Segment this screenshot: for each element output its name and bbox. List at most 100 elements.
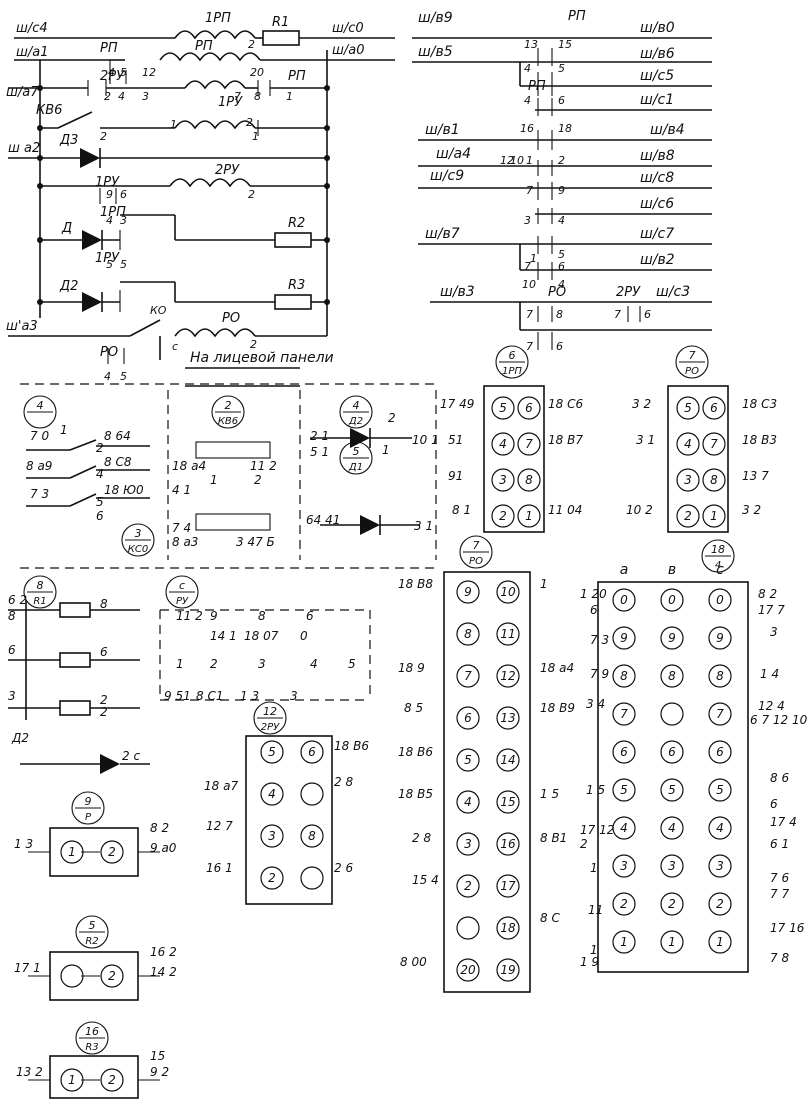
label-text: 8 00 bbox=[400, 955, 427, 969]
label-text: 6 bbox=[556, 340, 563, 353]
callout-ref: R1 bbox=[33, 596, 46, 607]
connector-pin bbox=[456, 790, 480, 814]
connector-pin bbox=[708, 664, 732, 688]
pin-number: 4 bbox=[684, 437, 692, 451]
connector-pin bbox=[708, 626, 732, 650]
pin-number: 5 bbox=[464, 753, 472, 767]
pin-number: 2 bbox=[108, 1073, 116, 1087]
pin-number: 5 bbox=[499, 401, 507, 415]
connector-pin bbox=[496, 664, 520, 688]
label-text: 1 bbox=[176, 657, 184, 671]
label-text: 4 1 bbox=[172, 483, 191, 497]
label-text: 9 bbox=[106, 188, 113, 201]
callout-number: 5 bbox=[353, 445, 360, 458]
pin-number: 6 bbox=[525, 401, 533, 415]
label-text: 18 С3 bbox=[742, 397, 777, 411]
pin-number: 7 bbox=[525, 437, 533, 451]
connector-pin bbox=[612, 664, 636, 688]
connector-pin bbox=[702, 396, 726, 420]
label-text: 3 bbox=[8, 689, 16, 703]
label-text: КО bbox=[150, 304, 167, 317]
connector-pin bbox=[660, 626, 684, 650]
label-text: Д3 bbox=[59, 133, 78, 148]
label-text: 5 bbox=[120, 258, 127, 271]
label-text: 18 bbox=[558, 122, 572, 135]
pin-number: 2 bbox=[716, 897, 724, 911]
callout-circle bbox=[75, 1021, 109, 1055]
label-text: 7 bbox=[526, 308, 533, 321]
pin-number: 3 bbox=[668, 859, 676, 873]
label-text: ш/в8 bbox=[640, 148, 675, 164]
connector-pin bbox=[517, 504, 541, 528]
pin-number: 6 bbox=[716, 745, 724, 759]
pin-number: 4 bbox=[716, 821, 724, 835]
pin-number: 1 bbox=[68, 845, 76, 859]
label-text: 5 bbox=[120, 370, 127, 383]
callout-circle bbox=[211, 395, 245, 429]
label-text: 11 2 bbox=[176, 609, 203, 623]
label-text: 13 2 bbox=[16, 1065, 43, 1079]
label-text: 1 bbox=[382, 443, 390, 457]
connector-pin bbox=[496, 706, 520, 730]
pin-number: 2 bbox=[668, 897, 676, 911]
label-text: ш/в1 bbox=[425, 122, 460, 138]
label-text: 9 bbox=[210, 609, 218, 623]
label-text: 1 5 bbox=[540, 787, 559, 801]
connector-pin bbox=[260, 740, 284, 764]
callout-circle bbox=[121, 523, 155, 557]
pin-number: 5 bbox=[684, 401, 692, 415]
label-text: ш/в0 bbox=[640, 20, 675, 36]
pin-number: 2 bbox=[268, 871, 276, 885]
label-text: ш/в2 bbox=[640, 252, 675, 268]
label-text: 6 2 bbox=[8, 593, 27, 607]
connector-pin bbox=[676, 504, 700, 528]
label-text: 5 bbox=[120, 66, 127, 79]
label-text: 5 1 bbox=[310, 445, 329, 459]
label-text: 0 bbox=[300, 629, 308, 643]
label-text: 10 1 bbox=[412, 433, 439, 447]
callout-ref: Д2 bbox=[348, 416, 363, 427]
label-text: РО bbox=[100, 345, 118, 360]
label-text: 1РП bbox=[100, 205, 126, 220]
label-text: ш/в7 bbox=[425, 226, 460, 242]
label-text: ш/с4 bbox=[16, 21, 48, 36]
connector-pin bbox=[496, 958, 520, 982]
connector-pin bbox=[260, 824, 284, 848]
label-text: 2 bbox=[250, 338, 257, 351]
callout-circle bbox=[253, 701, 287, 735]
connector-pin bbox=[708, 816, 732, 840]
callout-ref: РО bbox=[685, 366, 699, 377]
pin-number: 7 bbox=[620, 707, 628, 721]
label-text: 5 bbox=[348, 657, 356, 671]
label-text: с bbox=[716, 562, 724, 578]
callout-number: с bbox=[179, 579, 185, 592]
label-text: 1 bbox=[590, 861, 598, 875]
label-text: ш/а4 bbox=[436, 146, 471, 162]
label-text: 7 3 bbox=[30, 487, 49, 501]
label-text: 18 В9 bbox=[540, 701, 575, 715]
connector-pin bbox=[60, 964, 84, 988]
connector-pin bbox=[517, 432, 541, 456]
callout-circle bbox=[23, 575, 57, 609]
label-text: ш/с0 bbox=[332, 21, 364, 36]
connector-pin bbox=[456, 832, 480, 856]
label-text: РО bbox=[222, 311, 240, 326]
label-text: 1РП bbox=[205, 11, 231, 26]
pin-number: 16 bbox=[500, 837, 516, 851]
label-text: 18 а7 bbox=[204, 779, 238, 793]
label-text: 10 2 bbox=[626, 503, 653, 517]
pin-number: 0 bbox=[716, 593, 724, 607]
label-text: КВ6 bbox=[36, 103, 62, 118]
label-text: 4 bbox=[558, 278, 565, 291]
label-text: 16 bbox=[520, 122, 534, 135]
label-text: 20 bbox=[250, 66, 264, 79]
pin-number: 4 bbox=[668, 821, 676, 835]
label-text: 9 51 bbox=[164, 689, 191, 703]
connector-pin bbox=[456, 916, 480, 940]
pin-number: 12 bbox=[500, 669, 515, 683]
callout-number: 9 bbox=[85, 795, 92, 808]
